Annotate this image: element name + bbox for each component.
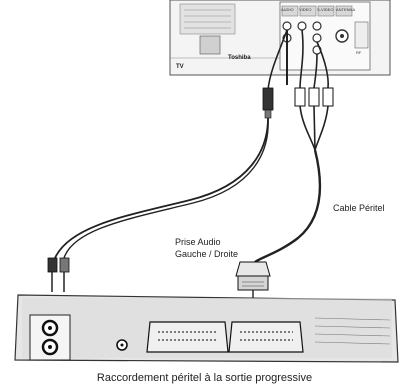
tv-jack-panel	[279, 1, 371, 71]
scart-cable-label: Cable Péritel	[333, 203, 385, 213]
tv-jack-label-svideo: S-VIDEO	[317, 7, 334, 12]
audio-plug-label-line2: Gauche / Droite	[175, 249, 239, 259]
scart-plug	[235, 261, 271, 302]
audio-plug-label-line1: Prise Audio	[175, 237, 221, 247]
tv-jack-label-video: VIDEO	[299, 7, 312, 12]
rca-plug-1	[294, 87, 306, 107]
audio-plug-tv	[262, 87, 274, 111]
diagram-caption: Raccordement péritel à la sortie progres…	[96, 372, 313, 384]
tv-jack-comp-1	[312, 21, 322, 31]
tv-jack-label-antenna: ANTENNA	[336, 7, 356, 12]
tv-jack-comp-2	[312, 33, 322, 43]
receiver-scart-1	[146, 321, 229, 353]
tv-vents	[179, 3, 236, 35]
audio-cable	[47, 29, 288, 292]
tv-brand-label: Toshiba	[228, 55, 251, 61]
receiver-vents	[314, 317, 391, 345]
tv-jack-label-audio: AUDIO	[281, 7, 294, 12]
tv-jack-audio-l	[282, 21, 292, 31]
tv-jack-label-rf: RF	[356, 50, 362, 55]
audio-plug-right	[59, 257, 70, 273]
tv-rear-panel	[169, 0, 391, 76]
rca-plug-3	[322, 87, 334, 107]
receiver-audio-out	[29, 314, 71, 361]
audio-plug-left	[47, 257, 58, 273]
tv-power-socket	[199, 35, 221, 55]
tv-label: TV	[176, 64, 184, 70]
tv-jack-video	[297, 21, 307, 31]
audio-plug-label: Prise Audio Gauche / Droite	[175, 236, 238, 260]
scart-cable	[235, 29, 334, 302]
rca-plug-2	[308, 87, 320, 107]
receiver-scart-2	[228, 321, 304, 353]
receiver-unit	[14, 294, 399, 363]
